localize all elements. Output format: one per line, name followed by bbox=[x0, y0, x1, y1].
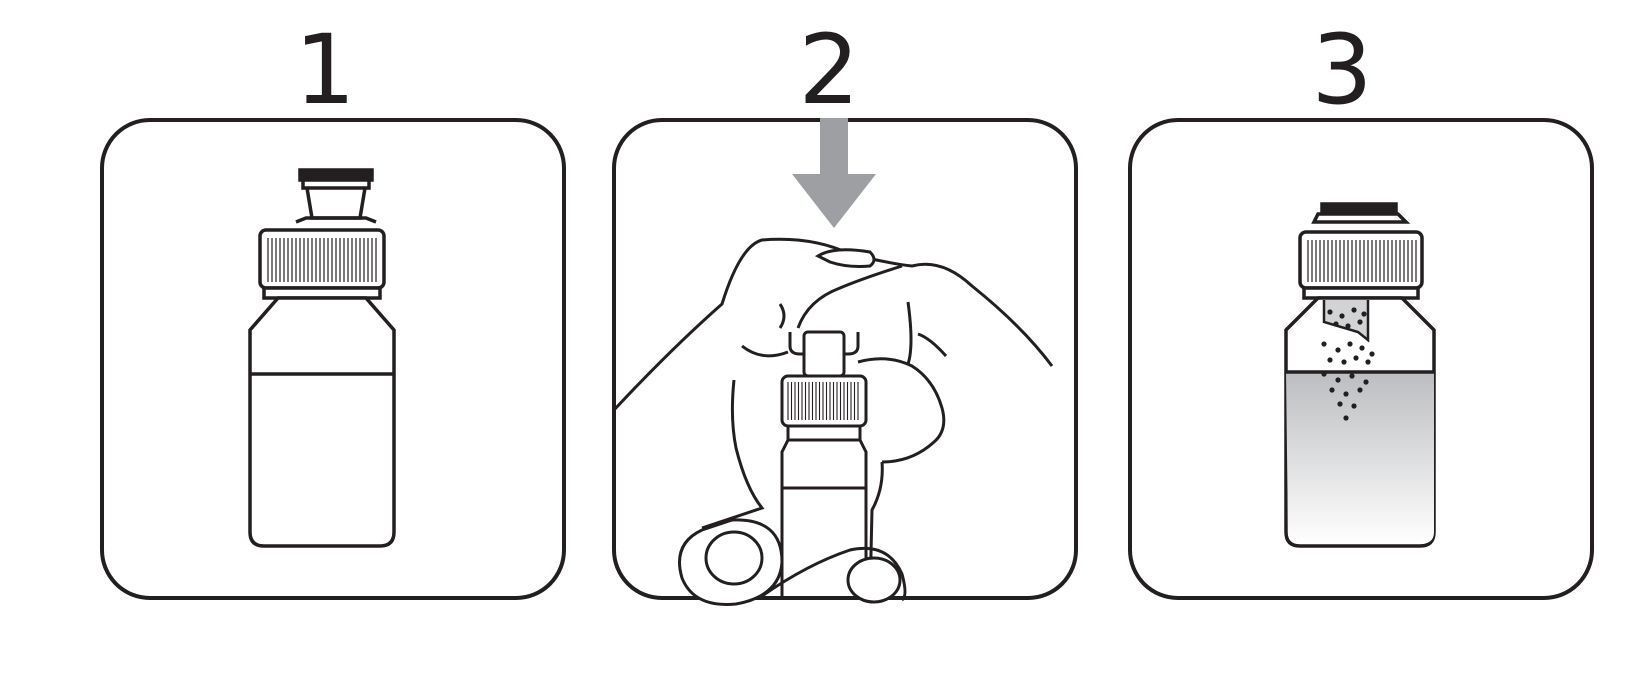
powder-particle bbox=[1357, 319, 1363, 325]
powder-particle bbox=[1357, 387, 1363, 393]
step-1-panel bbox=[100, 118, 566, 600]
closed-bottle-icon bbox=[248, 168, 396, 548]
step-1-number: 1 bbox=[294, 14, 356, 126]
step-1-frame bbox=[100, 118, 566, 600]
powder-particle bbox=[1351, 403, 1357, 409]
step-3-panel bbox=[1128, 118, 1594, 600]
step-3-number: 3 bbox=[1311, 14, 1373, 126]
powder-particle bbox=[1321, 371, 1327, 377]
powder-particle bbox=[1327, 309, 1333, 315]
powder-particle bbox=[1365, 359, 1371, 365]
step-2-number: 2 bbox=[798, 14, 860, 126]
step-3-frame bbox=[1128, 118, 1594, 600]
powder-particle bbox=[1359, 345, 1365, 351]
powder-particle bbox=[1361, 311, 1367, 317]
hand-pressing-cap-icon bbox=[612, 237, 1054, 606]
powder-particle bbox=[1335, 347, 1341, 353]
powder-particle bbox=[1345, 323, 1351, 329]
powder-particle bbox=[1347, 341, 1353, 347]
powder-particle bbox=[1337, 401, 1343, 407]
powder-particle bbox=[1339, 313, 1345, 319]
powder-particle bbox=[1369, 351, 1375, 357]
powder-particle bbox=[1343, 391, 1349, 397]
press-down-arrow-icon bbox=[792, 118, 876, 228]
powder-particle bbox=[1333, 321, 1339, 327]
powder-particle bbox=[1343, 415, 1349, 421]
powder-particles bbox=[1321, 307, 1375, 421]
cap-ribs bbox=[267, 238, 377, 282]
liquid bbox=[1286, 372, 1434, 544]
powder-particle bbox=[1363, 379, 1369, 385]
powder-particle bbox=[1349, 373, 1355, 379]
step-2-panel bbox=[612, 118, 1078, 606]
powder-particle bbox=[1321, 341, 1327, 347]
powder-particle bbox=[1335, 377, 1341, 383]
powder-released-into-liquid-icon bbox=[1284, 202, 1436, 548]
powder-particle bbox=[1341, 359, 1347, 365]
powder-particle bbox=[1329, 387, 1335, 393]
powder-particle bbox=[1351, 307, 1357, 313]
powder-particle bbox=[1353, 355, 1359, 361]
powder-particle bbox=[1327, 357, 1333, 363]
